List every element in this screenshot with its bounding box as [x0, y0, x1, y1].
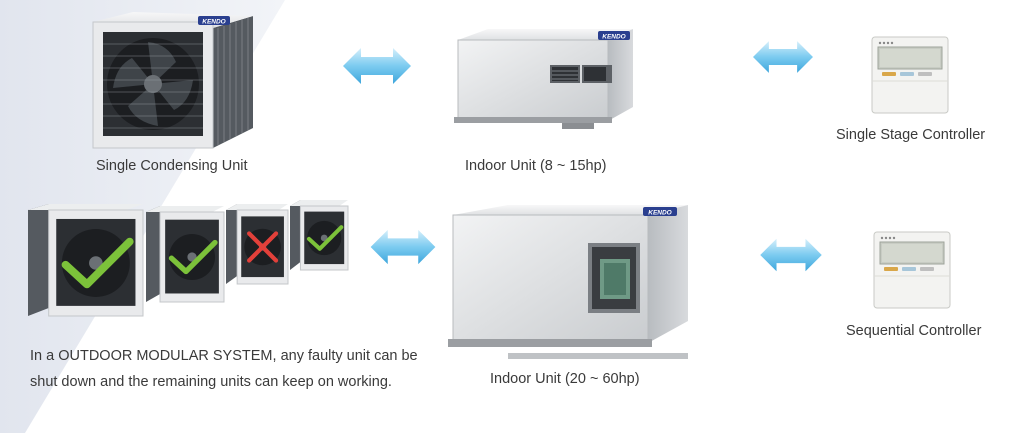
- brand-badge: [643, 207, 677, 216]
- indoor-unit-large-image: KENDO: [448, 205, 688, 359]
- modular-system-description: In a OUTDOOR MODULAR SYSTEM, any faulty …: [30, 348, 418, 390]
- indoor-unit-small-image: KENDO: [454, 29, 633, 129]
- brand-badge: [598, 31, 630, 40]
- outdoor-module-4: [290, 200, 349, 271]
- brand-logo-text: KENDO: [648, 210, 671, 217]
- ok-checkmark-icon: [306, 225, 344, 251]
- outdoor-module-1: [28, 204, 144, 317]
- bidirectional-arrow-icon: [370, 229, 436, 265]
- outdoor-module-2: [146, 206, 225, 303]
- bidirectional-arrow-icon: [753, 41, 813, 73]
- brand-logo-text: KENDO: [602, 34, 625, 41]
- single-stage-controller-image: [871, 36, 949, 114]
- single-condensing-unit-label: Single Condensing Unit: [96, 158, 248, 174]
- modular-units-image: [28, 200, 349, 317]
- fault-cross-icon: [247, 231, 279, 263]
- indoor-unit-small-label: Indoor Unit (8 ~ 15hp): [465, 158, 607, 174]
- condensing-unit-image: KENDO: [92, 12, 253, 149]
- brand-logo-text: KENDO: [202, 19, 225, 26]
- bidirectional-arrow-icon: [343, 48, 411, 84]
- sequential-controller-label: Sequential Controller: [846, 323, 982, 339]
- sequential-controller-image: [873, 231, 951, 309]
- outdoor-module-3: [226, 204, 289, 285]
- single-stage-controller-label: Single Stage Controller: [836, 127, 986, 143]
- ok-checkmark-icon: [168, 239, 218, 275]
- ok-checkmark-icon: [61, 237, 134, 289]
- bidirectional-arrow-icon: [760, 238, 822, 272]
- brand-badge: [198, 16, 230, 25]
- modular-units-group: [28, 190, 363, 330]
- indoor-unit-large-label: Indoor Unit (20 ~ 60hp): [490, 371, 640, 387]
